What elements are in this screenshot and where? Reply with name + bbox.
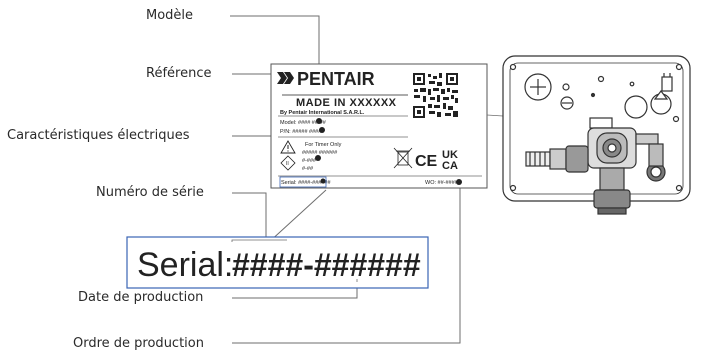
qr-code-icon	[412, 72, 460, 120]
dot-ordre-production	[456, 179, 462, 185]
label-brand: PENTAIR	[297, 69, 375, 89]
zoom-serial-value: ####-######	[232, 247, 421, 283]
label-by-line: By Pentair International S.A.R.L.	[280, 110, 365, 116]
leader-lines	[230, 15, 461, 344]
label-elec-line3: #-##	[302, 166, 314, 172]
leader-numero-serie	[232, 192, 267, 243]
label-wo-small: WO: ##-####	[425, 180, 459, 186]
label-made-in: MADE IN XXXXXX	[296, 97, 397, 109]
zoom-bracket-left	[231, 239, 287, 242]
controller-device-icon	[502, 55, 691, 215]
label-elec-line1: ##### ######	[302, 150, 338, 156]
callout-modele: Modèle	[146, 8, 194, 23]
label-serial-small: Serial: ####-######	[281, 180, 331, 186]
label-ce: CE	[415, 153, 438, 170]
label-timer: For Timer Only	[305, 142, 342, 148]
label-elec-line2: #-###	[302, 158, 317, 164]
zoom-serial-prefix: Serial:	[137, 246, 233, 284]
label-plate: PENTAIR MADE IN XXXXXX By Pentair Intern…	[270, 63, 488, 189]
dot-caracteristiques	[315, 155, 321, 161]
label-ca: CA	[442, 160, 458, 172]
double-insulation-icon: II	[280, 155, 296, 171]
svg-text:II: II	[286, 161, 289, 167]
serial-zoom-box	[126, 236, 429, 289]
callout-ordre-production: Ordre de production	[73, 336, 204, 351]
callout-numero-serie: Numéro de série	[96, 185, 204, 200]
pointer-dots	[315, 118, 462, 185]
leader-ordre-production	[232, 184, 461, 344]
weee-bin-icon	[393, 147, 413, 169]
callout-caracteristiques: Caractéristiques électriques	[7, 128, 190, 143]
dot-reference	[319, 127, 325, 133]
label-pn-line: P/N: ##### ####	[280, 129, 322, 135]
warning-icon	[280, 140, 296, 154]
label-model-line: Model: #### ##-##	[280, 120, 327, 126]
label-uk: UK	[442, 149, 458, 161]
leader-serial-diag	[267, 189, 327, 244]
dot-modele	[316, 118, 322, 124]
pentair-logo-icon	[277, 72, 294, 84]
callout-reference: Référence	[146, 66, 212, 81]
callout-date-production: Date de production	[78, 290, 204, 305]
dot-numero-serie	[320, 178, 326, 184]
